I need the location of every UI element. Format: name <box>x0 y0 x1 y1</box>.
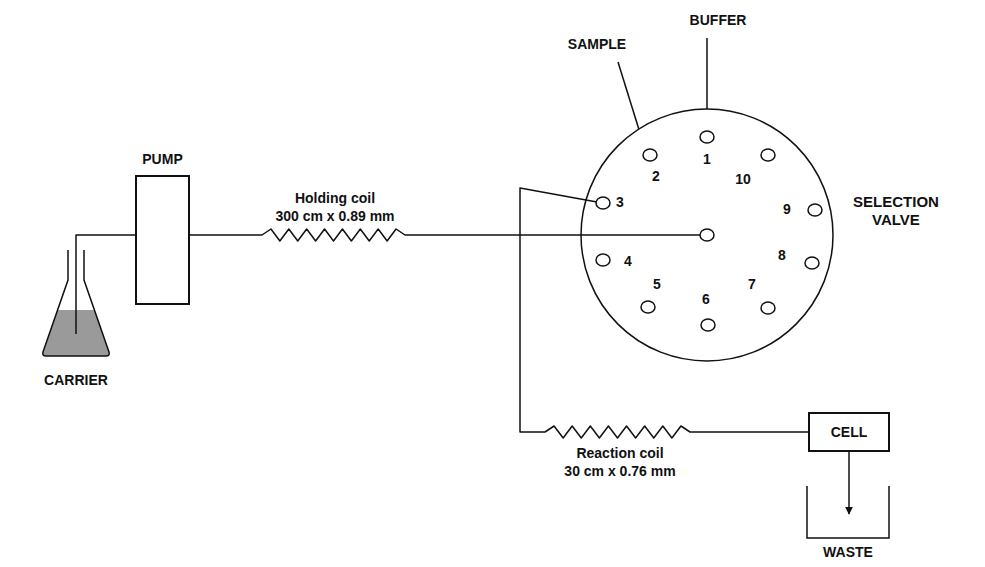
valve-port <box>596 197 610 209</box>
node-label: CELL <box>831 424 868 440</box>
carrier-flask: CARRIER <box>40 250 112 358</box>
tubing-line <box>190 229 581 241</box>
flask-glass <box>43 250 109 356</box>
port-number: 7 <box>748 276 756 293</box>
node-label: WASTE <box>823 544 873 560</box>
valve-port <box>700 131 714 143</box>
port-three-line <box>586 200 597 202</box>
valve-port <box>701 319 715 331</box>
valve-body <box>581 109 833 361</box>
selection-valve-outline <box>579 107 835 363</box>
port-number: 5 <box>653 276 661 293</box>
common-port-line <box>581 234 700 236</box>
waste-beaker: WASTE <box>805 486 891 540</box>
port-number: 4 <box>624 253 632 270</box>
valve-port <box>641 301 655 313</box>
selection-valve: SELECTION VALVE <box>579 107 835 363</box>
port-number: 6 <box>702 291 710 308</box>
valve-port <box>761 302 775 314</box>
node-label: SELECTION VALVE <box>841 193 951 229</box>
valve-port <box>700 229 714 241</box>
port-number: 3 <box>616 194 624 211</box>
coil-label: 300 cm x 0.89 mm <box>275 208 394 225</box>
carrier-flask-outline <box>40 250 112 358</box>
pump-box: PUMP <box>135 175 190 305</box>
coil-label: Reaction coil <box>576 445 663 462</box>
inlet-label: SAMPLE <box>568 36 626 53</box>
tubing-line <box>848 452 850 514</box>
flow-cell: CELL <box>808 412 890 452</box>
inlet-label: BUFFER <box>690 12 747 29</box>
valve-port <box>808 204 822 216</box>
port-number: 8 <box>778 247 786 264</box>
waste-beaker-outline <box>805 486 891 540</box>
valve-port <box>596 254 610 266</box>
port-number: 10 <box>735 171 751 188</box>
valve-port <box>643 149 657 161</box>
coil-label: 30 cm x 0.76 mm <box>564 463 675 480</box>
carrier-tube <box>75 250 77 334</box>
port-number: 2 <box>652 168 660 185</box>
beaker-glass <box>807 486 889 538</box>
valve-port <box>805 257 819 269</box>
port-number: 1 <box>703 151 711 168</box>
coil-label: Holding coil <box>295 190 375 207</box>
node-label: CARRIER <box>44 372 108 388</box>
valve-port <box>761 149 775 161</box>
port-number: 9 <box>783 201 791 218</box>
tubing-line <box>76 235 135 250</box>
node-label: PUMP <box>142 151 182 167</box>
